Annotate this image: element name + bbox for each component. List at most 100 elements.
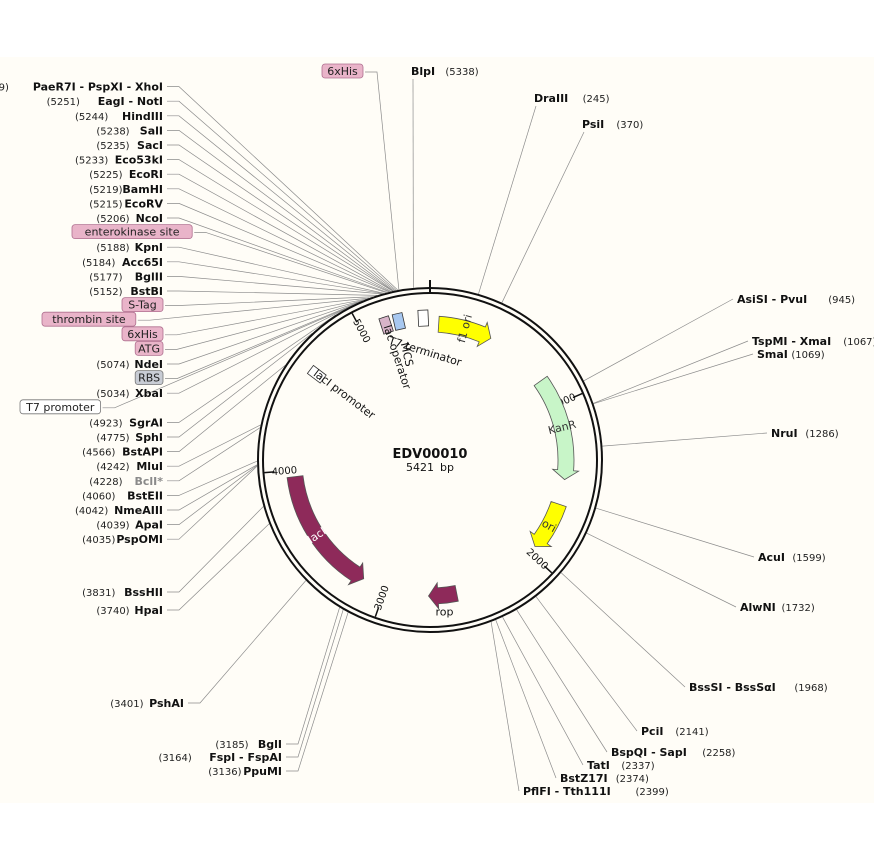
site-name: SphI xyxy=(135,431,163,444)
site-name: HindIII xyxy=(122,110,163,123)
leader-lines xyxy=(102,71,768,792)
site-position: (5225) xyxy=(89,170,122,181)
site-position: (1069) xyxy=(791,350,824,361)
site-leader-line xyxy=(596,507,755,558)
site-hindiii[interactable]: HindIII(5244) xyxy=(75,110,163,123)
site-bcli[interactable]: BclI*(4228) xyxy=(89,475,163,488)
site-pspomi[interactable]: PspOMI(4035) xyxy=(82,533,163,546)
site-position: (4228) xyxy=(89,477,122,488)
site-position: (3740) xyxy=(96,606,129,617)
site-bstbi[interactable]: BstBI(5152) xyxy=(89,285,163,298)
site-alwni[interactable]: AlwNI(1732) xyxy=(740,601,815,614)
small-feature-t7-terminator-box[interactable] xyxy=(417,309,430,327)
site-tspmi-xmai[interactable]: TspMI - XmaI(1067) xyxy=(752,335,874,348)
site-position: (5251) xyxy=(47,97,80,108)
site-position: (5238) xyxy=(96,126,129,137)
site-name: MluI xyxy=(136,460,163,473)
site-pflfi-tth111i[interactable]: PflFI - Tth111I(2399) xyxy=(523,785,669,798)
site-bspqi-sapi[interactable]: BspQI - SapI(2258) xyxy=(611,746,736,759)
site-sali[interactable]: SalI(5238) xyxy=(96,124,163,137)
site-tag-box xyxy=(134,340,164,356)
site-name: BamHI xyxy=(122,183,163,196)
site-acui[interactable]: AcuI(1599) xyxy=(758,551,826,564)
small-feature-lac-operator-box[interactable] xyxy=(378,315,394,335)
site-position: (4039) xyxy=(96,521,129,532)
site-position: (1732) xyxy=(782,603,815,614)
site-pcii[interactable]: PciI(2141) xyxy=(641,725,709,738)
site-tati[interactable]: TatI(2337) xyxy=(587,759,655,772)
site-name: EagI - NotI xyxy=(98,95,163,108)
site-6xhis[interactable]: 6xHis xyxy=(121,326,164,342)
site-eagi-noti[interactable]: EagI - NotI (5251) xyxy=(47,95,163,108)
site-leader-line xyxy=(167,159,393,292)
site-sgrai[interactable]: SgrAI(4923) xyxy=(89,416,163,429)
site-leader-line xyxy=(167,364,286,452)
feature-kanR-arrow[interactable] xyxy=(533,375,580,481)
site-acc65i[interactable]: Acc65I(5184) xyxy=(82,256,163,269)
site-eco53ki[interactable]: Eco53kI(5233) xyxy=(75,154,163,167)
site-mlui[interactable]: MluI(4242) xyxy=(96,460,163,473)
site-bamhi[interactable]: BamHI(5219) xyxy=(89,183,163,196)
site-thrombin-site[interactable]: thrombin site xyxy=(41,311,137,327)
site-name: AcuI xyxy=(758,551,785,564)
site-pshai[interactable]: PshAI(3401) xyxy=(110,697,184,710)
site-kpni[interactable]: KpnI(5188) xyxy=(96,241,163,254)
site-position: (945) xyxy=(828,295,855,306)
site-ecorv[interactable]: EcoRV(5215) xyxy=(89,197,163,210)
site-fspi-fspai[interactable]: FspI - FspAI(3164) xyxy=(159,751,282,764)
site-draiii[interactable]: DraIII(245) xyxy=(534,92,610,105)
site-bstapi[interactable]: BstAPI(4566) xyxy=(82,446,163,459)
site-paer7i-pspxi-xhoi[interactable]: PaeR7I - PspXI - XhoI(5259) xyxy=(0,81,163,94)
site-atg[interactable]: ATG xyxy=(134,340,164,356)
site-name: EcoRI xyxy=(129,168,163,181)
site-bgli[interactable]: BglI(3185) xyxy=(215,738,282,751)
site-smai[interactable]: SmaI(1069) xyxy=(757,348,825,361)
site-leader-line xyxy=(167,276,382,295)
site-ppumi[interactable]: PpuMI(3136) xyxy=(208,765,282,778)
site-psii[interactable]: PsiI(370) xyxy=(582,118,643,131)
site-hpai[interactable]: HpaI(3740) xyxy=(96,604,163,617)
site-name: NruI xyxy=(771,427,798,440)
tick-mark-5000 xyxy=(351,313,358,323)
site-position: (3401) xyxy=(110,699,143,710)
site-ecori[interactable]: EcoRI (5225) xyxy=(89,168,163,181)
feature-rop-label: rop xyxy=(436,605,454,618)
site-position: (5188) xyxy=(96,243,129,254)
site-leader-line xyxy=(586,532,737,608)
site-leader-line xyxy=(167,506,264,593)
small-feature-mcs-box[interactable] xyxy=(391,312,406,331)
site-ncoi[interactable]: NcoI(5206) xyxy=(96,212,163,225)
site-bstz17i[interactable]: BstZ17I(2374) xyxy=(560,772,649,785)
site-t7-promoter[interactable]: T7 promoter xyxy=(19,399,101,415)
site-xbai[interactable]: XbaI(5034) xyxy=(96,387,163,400)
site-nrui[interactable]: NruI(1286) xyxy=(771,427,839,440)
site-sphi[interactable]: SphI(4775) xyxy=(96,431,163,444)
feature-ori-arrow[interactable] xyxy=(529,500,567,547)
site-nmeaiii[interactable]: NmeAIII(4042) xyxy=(75,504,163,517)
feature-rop-arrow[interactable] xyxy=(428,581,459,610)
site-asisi-pvui[interactable]: AsiSI - PvuI(945) xyxy=(737,293,855,306)
site-ndei[interactable]: NdeI(5074) xyxy=(96,358,163,371)
small-feature-laci-promoter-box[interactable] xyxy=(306,364,327,384)
site-saci[interactable]: SacI(5235) xyxy=(96,139,163,152)
site-blpi[interactable]: BlpI(5338) xyxy=(411,65,479,78)
site-position: (5259) xyxy=(0,83,9,94)
tick-mark-1000 xyxy=(572,392,583,399)
site-bsteii[interactable]: BstEII(4060) xyxy=(82,489,163,502)
site-6xhis[interactable]: 6xHis xyxy=(321,63,364,79)
site-name: BssSI - BssSαI xyxy=(689,681,776,694)
site-leader-line xyxy=(286,609,344,758)
site-enterokinase-site[interactable]: enterokinase site xyxy=(71,224,193,240)
site-rbs[interactable]: RBS xyxy=(134,370,164,386)
site-tag-label: ATG xyxy=(138,342,160,355)
site-position: (245) xyxy=(583,94,610,105)
site-bsssi-bsss-i[interactable]: BssSI - BssSαI(1968) xyxy=(689,681,828,694)
site-bglii[interactable]: BglII(5177) xyxy=(89,270,163,283)
site-s-tag[interactable]: S-Tag xyxy=(121,297,164,313)
site-tag-box xyxy=(134,370,164,386)
feature-lacI-arrow[interactable] xyxy=(286,475,365,586)
site-bsshii[interactable]: BssHII(3831) xyxy=(82,586,163,599)
site-apai[interactable]: ApaI(4039) xyxy=(96,519,163,532)
feature-f1-ori-arrow[interactable] xyxy=(437,315,492,348)
site-position: (4060) xyxy=(82,491,115,502)
